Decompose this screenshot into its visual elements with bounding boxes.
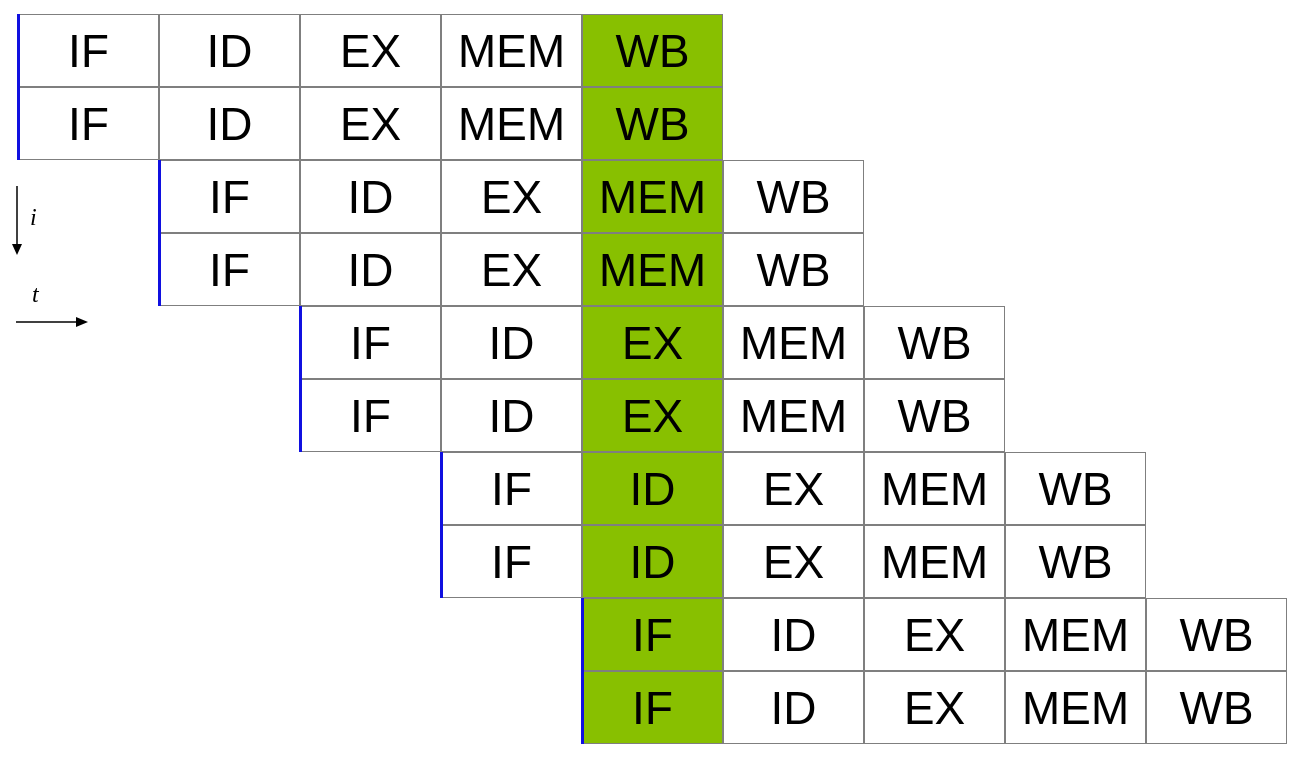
stage-cell-if: IF: [300, 306, 441, 379]
stage-cell-wb: WB: [582, 87, 723, 160]
stage-cell-wb: WB: [1005, 525, 1146, 598]
stage-cell-id: ID: [441, 379, 582, 452]
stage-cell-id: ID: [159, 87, 300, 160]
stage-cell-ex: EX: [582, 379, 723, 452]
stage-cell-if: IF: [582, 671, 723, 744]
stage-cell-id: ID: [582, 452, 723, 525]
stage-cell-ex: EX: [441, 233, 582, 306]
stage-cell-mem: MEM: [1005, 598, 1146, 671]
stage-cell-id: ID: [300, 233, 441, 306]
stage-cell-ex: EX: [300, 87, 441, 160]
stage-cell-wb: WB: [723, 160, 864, 233]
stage-cell-if: IF: [159, 160, 300, 233]
stage-cell-id: ID: [723, 671, 864, 744]
stage-cell-wb: WB: [1146, 598, 1287, 671]
stage-cell-mem: MEM: [723, 306, 864, 379]
stage-cell-id: ID: [441, 306, 582, 379]
stage-cell-ex: EX: [864, 671, 1005, 744]
instruction-group-divider: [581, 598, 584, 744]
stage-cell-if: IF: [582, 598, 723, 671]
stage-cell-mem: MEM: [441, 87, 582, 160]
stage-cell-wb: WB: [1005, 452, 1146, 525]
stage-cell-if: IF: [441, 525, 582, 598]
stage-cell-mem: MEM: [1005, 671, 1146, 744]
stage-cell-ex: EX: [723, 525, 864, 598]
stage-cell-mem: MEM: [441, 14, 582, 87]
instruction-group-divider: [17, 14, 20, 160]
stage-cell-mem: MEM: [582, 160, 723, 233]
stage-cell-ex: EX: [582, 306, 723, 379]
stage-cell-wb: WB: [723, 233, 864, 306]
stage-cell-ex: EX: [864, 598, 1005, 671]
stage-cell-if: IF: [441, 452, 582, 525]
stage-cell-wb: WB: [582, 14, 723, 87]
stage-cell-if: IF: [18, 14, 159, 87]
instruction-group-divider: [440, 452, 443, 598]
stage-cell-mem: MEM: [723, 379, 864, 452]
stage-cell-id: ID: [159, 14, 300, 87]
stage-cell-ex: EX: [723, 452, 864, 525]
time-axis-arrow: [16, 317, 88, 327]
stage-cell-wb: WB: [864, 306, 1005, 379]
instruction-axis-label: i: [30, 205, 37, 231]
stage-cell-mem: MEM: [864, 525, 1005, 598]
stage-cell-id: ID: [723, 598, 864, 671]
stage-cell-ex: EX: [300, 14, 441, 87]
stage-cell-if: IF: [300, 379, 441, 452]
stage-cell-id: ID: [582, 525, 723, 598]
instruction-group-divider: [158, 160, 161, 306]
stage-cell-mem: MEM: [864, 452, 1005, 525]
stage-cell-ex: EX: [441, 160, 582, 233]
instruction-axis-arrow: [12, 186, 22, 255]
time-axis-label: t: [32, 282, 39, 308]
instruction-group-divider: [299, 306, 302, 452]
stage-cell-wb: WB: [864, 379, 1005, 452]
stage-cell-if: IF: [18, 87, 159, 160]
stage-cell-mem: MEM: [582, 233, 723, 306]
stage-cell-id: ID: [300, 160, 441, 233]
stage-cell-if: IF: [159, 233, 300, 306]
stage-cell-wb: WB: [1146, 671, 1287, 744]
